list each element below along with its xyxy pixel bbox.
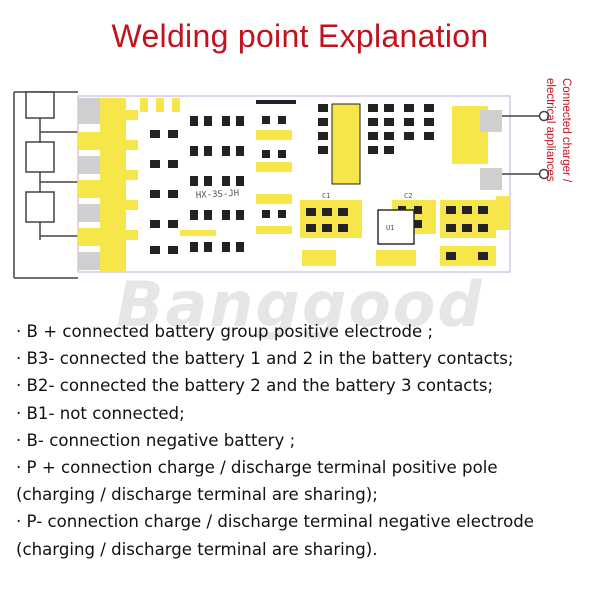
note-line: · P + connection charge / discharge term…: [16, 458, 498, 478]
note-line: · B2- connected the battery 2 and the ba…: [16, 376, 494, 396]
watermark: Banggood: [116, 268, 484, 341]
ic-u1-label: U1: [386, 224, 394, 232]
components: [150, 100, 296, 254]
note-line: · B- connection negative battery ;: [16, 430, 296, 450]
terminal-minus-icon: [538, 168, 550, 180]
terminal-labels: electrical appliances Connected charger …: [544, 78, 574, 238]
note-line: · B + connected battery group positive e…: [16, 322, 434, 341]
right-terminal-pads: [452, 106, 510, 230]
welding-notes: · B + connected battery group positive e…: [16, 318, 596, 563]
ic-chips: [318, 103, 434, 245]
note-line: · B1- not connected;: [16, 403, 185, 423]
board-id-label: HX-3S-JH: [196, 189, 240, 201]
capacitor-c2-label: C2: [404, 192, 412, 200]
terminal-plus-icon: [538, 110, 550, 122]
output-wires: [502, 115, 540, 175]
page-title: Welding point Explanation: [111, 18, 489, 54]
electrical-appliances-label: electrical appliances: [544, 78, 556, 182]
connected-charger-label: Connected charger /: [560, 78, 572, 183]
capacitor-c1-label: C1: [322, 192, 330, 200]
yellow-component-pads: [180, 130, 496, 266]
pcb-board: [77, 95, 511, 273]
battery-pack: [13, 91, 78, 279]
note-line: · B3- connected the battery 1 and 2 in t…: [16, 349, 514, 369]
pcb-diagram: HX-3S-JH C1 C2 U1: [13, 91, 550, 279]
note-line: · P- connection charge / discharge termi…: [16, 512, 534, 532]
left-pads: [78, 98, 100, 270]
note-line: (charging / discharge terminal are shari…: [16, 485, 378, 505]
yellow-pads: [100, 98, 180, 272]
note-line: (charging / discharge terminal are shari…: [16, 539, 378, 559]
